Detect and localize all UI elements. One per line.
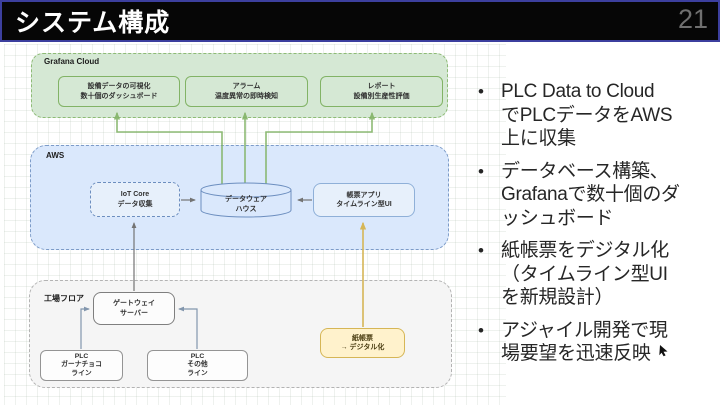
bullet-1-line1: PLC Data to Cloud (501, 81, 655, 102)
grafana-cloud-label: Grafana Cloud (44, 57, 100, 66)
bullet-dot: • (478, 161, 484, 181)
node-data-warehouse-line1: データウェア (225, 196, 267, 203)
node-form-app: 帳票アプリ タイムライン型UI (313, 183, 415, 217)
bullet-2-line3: ッシュボード (501, 207, 614, 229)
node-dashboard-line1: 設備データの可視化 (87, 83, 151, 90)
bullet-2-line1: データベース構築、 (501, 160, 669, 182)
node-data-warehouse: データウェア ハウス (200, 182, 292, 218)
page-title: システム構成 (15, 9, 171, 37)
bullet-1-line3: 上に収集 (501, 128, 576, 149)
node-alarm-line1: アラーム (232, 83, 261, 90)
node-plc2-line3: ライン (187, 369, 208, 377)
node-plc1-line3: ライン (71, 369, 92, 377)
bullet-item-3: • 紙帳票をデジタル化 （タイムライン型UI を新規設計） (478, 239, 716, 310)
bullet-text-4: アジャイル開発で現 場要望を迅速反映 (501, 319, 668, 366)
factory-floor-label: 工場フロア (44, 294, 84, 303)
node-plc2-line1: PLC (190, 352, 205, 360)
node-iot-core-line1: IoT Core (120, 191, 150, 198)
bullet-2-line2: Grafanaで数十個のダ (501, 184, 680, 205)
bullet-text-1: PLC Data to Cloud でPLCデータをAWS 上に収集 (501, 80, 673, 151)
node-form-app-line1: 帳票アプリ (346, 191, 382, 199)
bullet-dot: • (478, 320, 484, 340)
bullet-text-3: 紙帳票をデジタル化 （タイムライン型UI を新規設計） (501, 239, 669, 310)
node-paper-form-line1: 紙帳票 (352, 334, 373, 342)
node-plc1-line2: ガーナチョコ (61, 361, 102, 369)
node-plc2-line2: その他 (187, 361, 208, 369)
title-bar: システム構成 (0, 0, 720, 42)
bullet-item-4: • アジャイル開発で現 場要望を迅速反映 (478, 319, 716, 366)
bullet-4-line2: 場要望を迅速反映 (501, 343, 651, 364)
bullet-1-line2: でPLCデータをAWS (501, 104, 673, 126)
node-plc-ghana-line: PLC ガーナチョコ ライン (40, 350, 123, 381)
node-report-line2: 設備別生産性評価 (353, 92, 410, 100)
node-dashboard: 設備データの可視化 数十個のダッシュボード (58, 76, 180, 107)
node-gateway-server: ゲートウェイ サーバー (93, 292, 175, 325)
bullet-list: • PLC Data to Cloud でPLCデータをAWS 上に収集 • デ… (478, 80, 716, 375)
page-number: 21 (677, 4, 708, 34)
node-report: レポート 設備別生産性評価 (320, 76, 443, 107)
node-dashboard-line2: 数十個のダッシュボード (80, 92, 158, 100)
node-paper-form-line2: → デジタル化 (340, 344, 385, 351)
bullet-3-line2: （タイムライン型UI (501, 263, 668, 285)
node-alarm: アラーム 温度異常の即時検知 (185, 76, 308, 107)
cylinder-shape (200, 182, 292, 218)
node-plc1-line1: PLC (74, 352, 89, 360)
node-data-warehouse-line2: ハウス (235, 205, 257, 213)
bullet-4-line1: アジャイル開発で現 (501, 319, 668, 341)
node-gateway-line1: ゲートウェイ (113, 300, 155, 307)
node-alarm-line2: 温度異常の即時検知 (215, 92, 278, 100)
bullet-dot: • (478, 82, 484, 101)
bullet-text-2: データベース構築、 Grafanaで数十個のダ ッシュボード (501, 160, 680, 231)
node-form-app-line2: タイムライン型UI (336, 201, 392, 208)
bullet-3-line3: を新規設計） (501, 287, 614, 308)
node-iot-core-line2: データ収集 (117, 200, 153, 208)
node-paper-form: 紙帳票 → デジタル化 (320, 328, 405, 358)
bullet-3-line1: 紙帳票をデジタル化 (501, 240, 669, 261)
bullet-item-2: • データベース構築、 Grafanaで数十個のダ ッシュボード (478, 160, 716, 231)
aws-label: AWS (46, 151, 65, 160)
node-iot-core: IoT Core データ収集 (90, 182, 180, 217)
node-report-line1: レポート (367, 83, 396, 90)
bullet-item-1: • PLC Data to Cloud でPLCデータをAWS 上に収集 (478, 80, 716, 151)
bullet-dot: • (478, 241, 484, 260)
node-plc-other-line: PLC その他 ライン (147, 350, 248, 381)
node-gateway-line2: サーバー (120, 309, 148, 317)
